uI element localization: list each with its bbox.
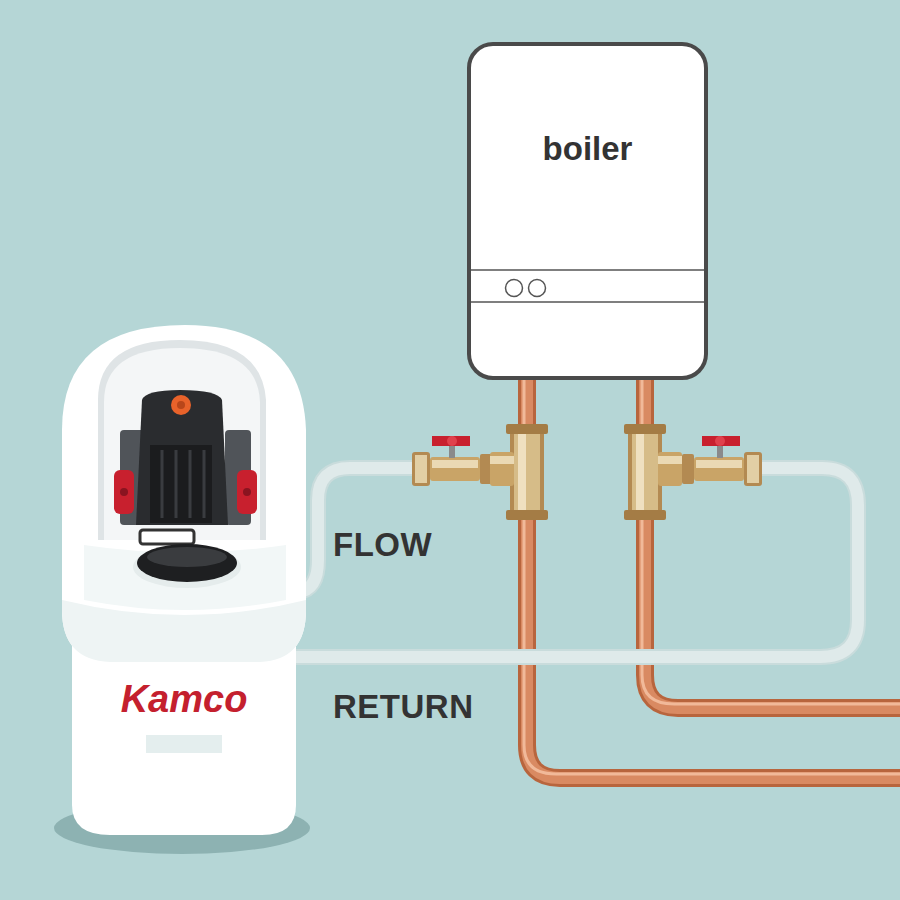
ball-valve — [696, 460, 742, 468]
tee-fitting — [628, 426, 662, 518]
power-flusher — [150, 445, 212, 523]
power-flusher — [189, 450, 192, 518]
ball-valve — [682, 436, 762, 486]
hose — [296, 468, 858, 657]
tee-fitting — [506, 510, 548, 520]
tee-fitting — [658, 456, 682, 464]
power-flusher — [84, 545, 286, 610]
tee-fitting — [490, 424, 548, 520]
boiler-casing — [469, 44, 706, 378]
power-flusher — [136, 390, 228, 525]
ball-valve — [415, 455, 427, 483]
tee-fitting — [490, 452, 514, 486]
tee-fitting — [624, 424, 666, 434]
copper-pipe — [524, 378, 900, 778]
power-flusher — [147, 547, 227, 567]
flow-label: FLOW — [333, 526, 432, 564]
power-flusher — [120, 488, 128, 496]
power-flusher — [72, 640, 296, 835]
power-flusher — [161, 450, 164, 518]
return-label: RETURN — [333, 688, 474, 726]
ball-valve — [702, 436, 740, 446]
boiler-casing — [529, 280, 546, 297]
ball-valve — [432, 436, 470, 446]
tee-fitting — [514, 430, 540, 514]
ball-valve — [715, 436, 725, 446]
boiler-casing — [471, 301, 704, 303]
power-flusher — [175, 450, 178, 518]
ball-valve — [744, 452, 762, 486]
power-flusher — [104, 348, 260, 540]
power-flusher — [243, 488, 251, 496]
hose — [296, 468, 858, 657]
tee-fitting — [658, 452, 682, 486]
boiler-casing — [469, 44, 706, 378]
copper-pipe — [524, 378, 900, 774]
power-flusher — [162, 450, 204, 518]
ball-valve — [447, 436, 457, 446]
boiler-casing — [471, 269, 704, 271]
tee-fitting — [518, 430, 526, 514]
node-text: Kamco — [121, 678, 248, 721]
power-flusher — [177, 401, 185, 409]
power-flusher — [237, 470, 257, 514]
ball-valve — [412, 436, 492, 486]
power-flusher — [140, 530, 194, 544]
power-flusher — [62, 325, 306, 662]
power-flusher — [146, 735, 222, 753]
tee-fitting — [624, 510, 666, 520]
flusher-brand: Kamco — [72, 672, 296, 734]
ball-valve — [432, 460, 478, 468]
ball-valve — [682, 454, 694, 484]
ball-valve — [747, 455, 759, 483]
power-flusher — [203, 450, 206, 518]
ball-valve — [412, 452, 430, 486]
tee-fitting — [636, 430, 644, 514]
tee-fitting — [506, 424, 548, 434]
tee-fitting — [490, 456, 514, 464]
ball-valve — [430, 457, 480, 481]
tee-fitting — [632, 430, 658, 514]
power-flusher — [114, 470, 134, 514]
boiler-casing — [506, 280, 523, 297]
power-flusher — [98, 340, 266, 540]
copper-pipe — [527, 378, 900, 778]
power-flusher — [137, 544, 237, 582]
boiler-box: boiler — [469, 44, 706, 378]
power-flusher — [54, 325, 310, 854]
tee-fitting — [624, 424, 682, 520]
hose — [296, 468, 858, 657]
ball-valve — [694, 457, 744, 481]
node-text: boiler — [543, 130, 633, 168]
copper-pipe — [527, 378, 900, 778]
power-flusher — [171, 395, 191, 415]
tee-fitting — [510, 426, 544, 518]
